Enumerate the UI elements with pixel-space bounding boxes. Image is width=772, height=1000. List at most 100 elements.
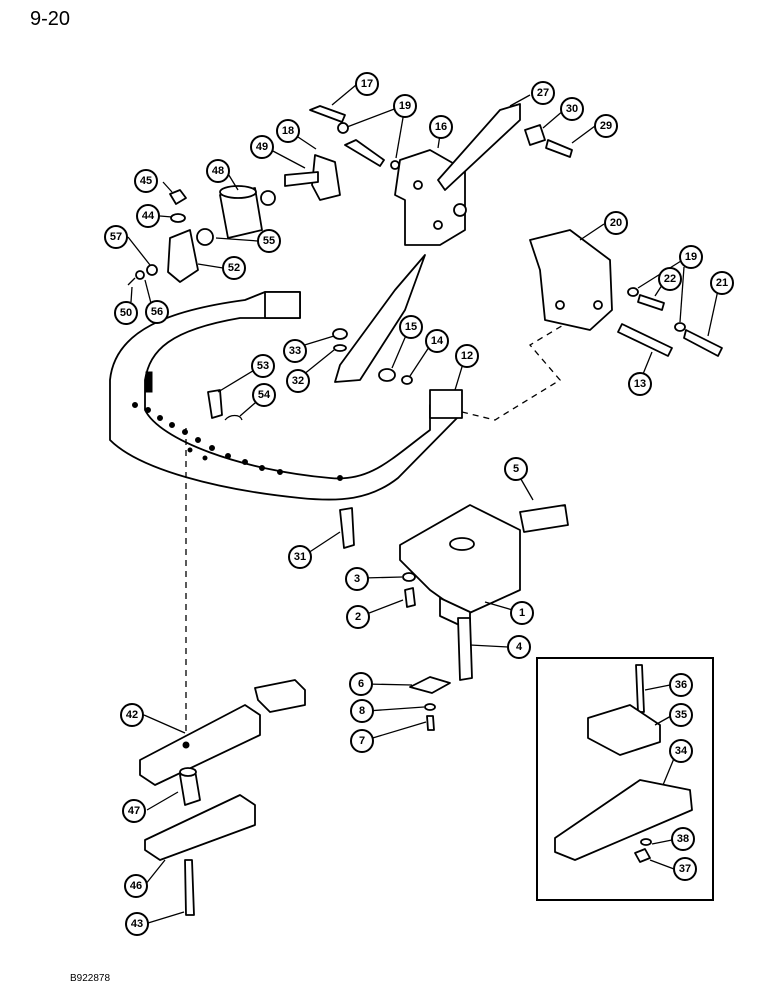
callout-label: 32 bbox=[292, 375, 304, 387]
callout-label: 19 bbox=[685, 251, 697, 263]
callout-43: 43 bbox=[125, 912, 149, 936]
callout-18: 18 bbox=[276, 119, 300, 143]
callout-label: 56 bbox=[151, 306, 163, 318]
callout-label: 52 bbox=[228, 262, 240, 274]
callout-30: 30 bbox=[560, 97, 584, 121]
callout-label: 21 bbox=[716, 277, 728, 289]
callout-label: 31 bbox=[294, 551, 306, 563]
callout-19-right: 19 bbox=[679, 245, 703, 269]
callout-label: 6 bbox=[358, 678, 364, 690]
callout-15: 15 bbox=[399, 315, 423, 339]
callout-56: 56 bbox=[145, 300, 169, 324]
callout-21: 21 bbox=[710, 271, 734, 295]
hitch-parts bbox=[139, 679, 306, 916]
callout-label: 54 bbox=[258, 389, 271, 401]
callout-35: 35 bbox=[669, 703, 693, 727]
callout-label: 38 bbox=[677, 833, 689, 845]
callout-53: 53 bbox=[251, 354, 275, 378]
page-number: 9-20 bbox=[30, 8, 71, 30]
callout-44: 44 bbox=[136, 204, 160, 228]
callout-label: 5 bbox=[513, 463, 519, 475]
leader-lines bbox=[127, 84, 719, 924]
callout-label: 53 bbox=[257, 360, 269, 372]
inset-box bbox=[536, 657, 714, 901]
callout-31: 31 bbox=[288, 545, 312, 569]
callout-50: 50 bbox=[114, 301, 138, 325]
callout-label: 36 bbox=[675, 679, 687, 691]
callout-8: 8 bbox=[350, 699, 374, 723]
callout-16: 16 bbox=[429, 115, 453, 139]
callout-label: 37 bbox=[679, 863, 691, 875]
callout-37: 37 bbox=[673, 857, 697, 881]
callout-42: 42 bbox=[120, 703, 144, 727]
callout-6: 6 bbox=[349, 672, 373, 696]
frame-part-12 bbox=[109, 291, 463, 501]
callout-label: 17 bbox=[361, 78, 373, 90]
callout-label: 46 bbox=[130, 880, 142, 892]
callout-label: 43 bbox=[131, 918, 143, 930]
callout-label: 44 bbox=[142, 210, 155, 222]
callout-label: 27 bbox=[537, 87, 549, 99]
callout-label: 35 bbox=[675, 709, 687, 721]
callout-label: 3 bbox=[354, 573, 360, 585]
callout-54: 54 bbox=[252, 383, 276, 407]
dashed-line-frame-to-bracket bbox=[461, 317, 576, 421]
callout-52: 52 bbox=[222, 256, 246, 280]
frame-holes bbox=[132, 402, 343, 481]
callout-27: 27 bbox=[531, 81, 555, 105]
callout-label: 4 bbox=[516, 641, 523, 653]
callout-label: 42 bbox=[126, 709, 138, 721]
callout-55: 55 bbox=[257, 229, 281, 253]
callout-2: 2 bbox=[346, 605, 370, 629]
callout-29: 29 bbox=[594, 114, 618, 138]
callout-label: 45 bbox=[140, 175, 152, 187]
callout-label: 49 bbox=[256, 141, 268, 153]
callout-label: 16 bbox=[435, 121, 447, 133]
callout-label: 7 bbox=[359, 735, 365, 747]
callout-34: 34 bbox=[669, 739, 693, 763]
callout-label: 29 bbox=[600, 120, 612, 132]
callout-label: 12 bbox=[461, 350, 473, 362]
callout-13: 13 bbox=[628, 372, 652, 396]
callout-label: 13 bbox=[634, 378, 646, 390]
callout-7: 7 bbox=[350, 729, 374, 753]
callout-label: 55 bbox=[263, 235, 275, 247]
callout-12: 12 bbox=[455, 344, 479, 368]
callout-5: 5 bbox=[504, 457, 528, 481]
callout-label: 19 bbox=[399, 100, 411, 112]
callout-label: 48 bbox=[212, 165, 224, 177]
callout-label: 22 bbox=[664, 273, 676, 285]
callout-label: 18 bbox=[282, 125, 294, 137]
callout-33: 33 bbox=[283, 339, 307, 363]
callout-36: 36 bbox=[669, 673, 693, 697]
callout-label: 8 bbox=[359, 705, 365, 717]
callout-label: 33 bbox=[289, 345, 301, 357]
center-mount-part-1 bbox=[339, 504, 569, 731]
callout-14: 14 bbox=[425, 329, 449, 353]
figure-code: B922878 bbox=[70, 973, 111, 984]
callout-47: 47 bbox=[122, 799, 146, 823]
callout-46: 46 bbox=[124, 874, 148, 898]
callout-22: 22 bbox=[658, 267, 682, 291]
callout-1: 1 bbox=[510, 601, 534, 625]
callout-20: 20 bbox=[604, 211, 628, 235]
callout-49: 49 bbox=[250, 135, 274, 159]
callout-label: 30 bbox=[566, 103, 578, 115]
callout-label: 50 bbox=[120, 307, 132, 319]
callout-17: 17 bbox=[355, 72, 379, 96]
callout-3: 3 bbox=[345, 567, 369, 591]
callout-label: 2 bbox=[355, 611, 361, 623]
callout-19-upper: 19 bbox=[393, 94, 417, 118]
callout-label: 1 bbox=[519, 607, 525, 619]
callout-label: 15 bbox=[405, 321, 417, 333]
callout-38: 38 bbox=[671, 827, 695, 851]
callout-label: 14 bbox=[431, 335, 444, 347]
callout-label: 57 bbox=[110, 231, 122, 243]
callout-48: 48 bbox=[206, 159, 230, 183]
callout-label: 34 bbox=[675, 745, 688, 757]
callout-32: 32 bbox=[286, 369, 310, 393]
upper-linkage-parts bbox=[127, 103, 723, 421]
callout-label: 47 bbox=[128, 805, 140, 817]
callout-4: 4 bbox=[507, 635, 531, 659]
